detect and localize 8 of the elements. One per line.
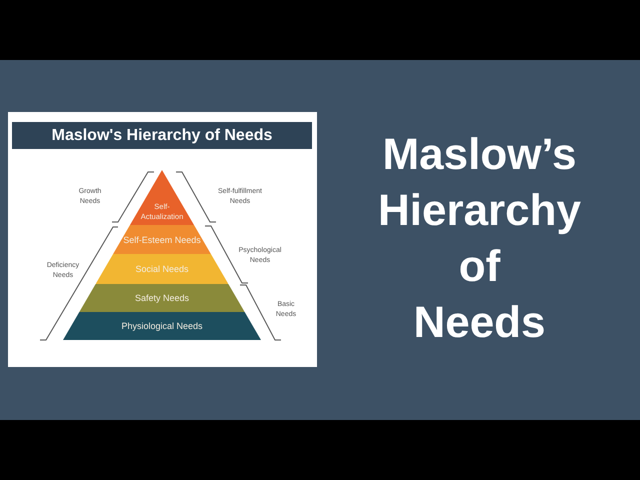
level-label: Self-Esteem Needs — [123, 234, 201, 244]
level-label: Safety Needs — [134, 293, 189, 303]
level-label: Physiological Needs — [121, 321, 203, 331]
pyramid-level — [63, 312, 261, 340]
pyramid-level — [96, 254, 228, 284]
title: Maslow’s Hierarchy of Needs — [376, 129, 582, 349]
heading-bar: Maslow's Hierarchy of Needs — [12, 122, 312, 149]
level-label: Social Needs — [135, 264, 188, 274]
